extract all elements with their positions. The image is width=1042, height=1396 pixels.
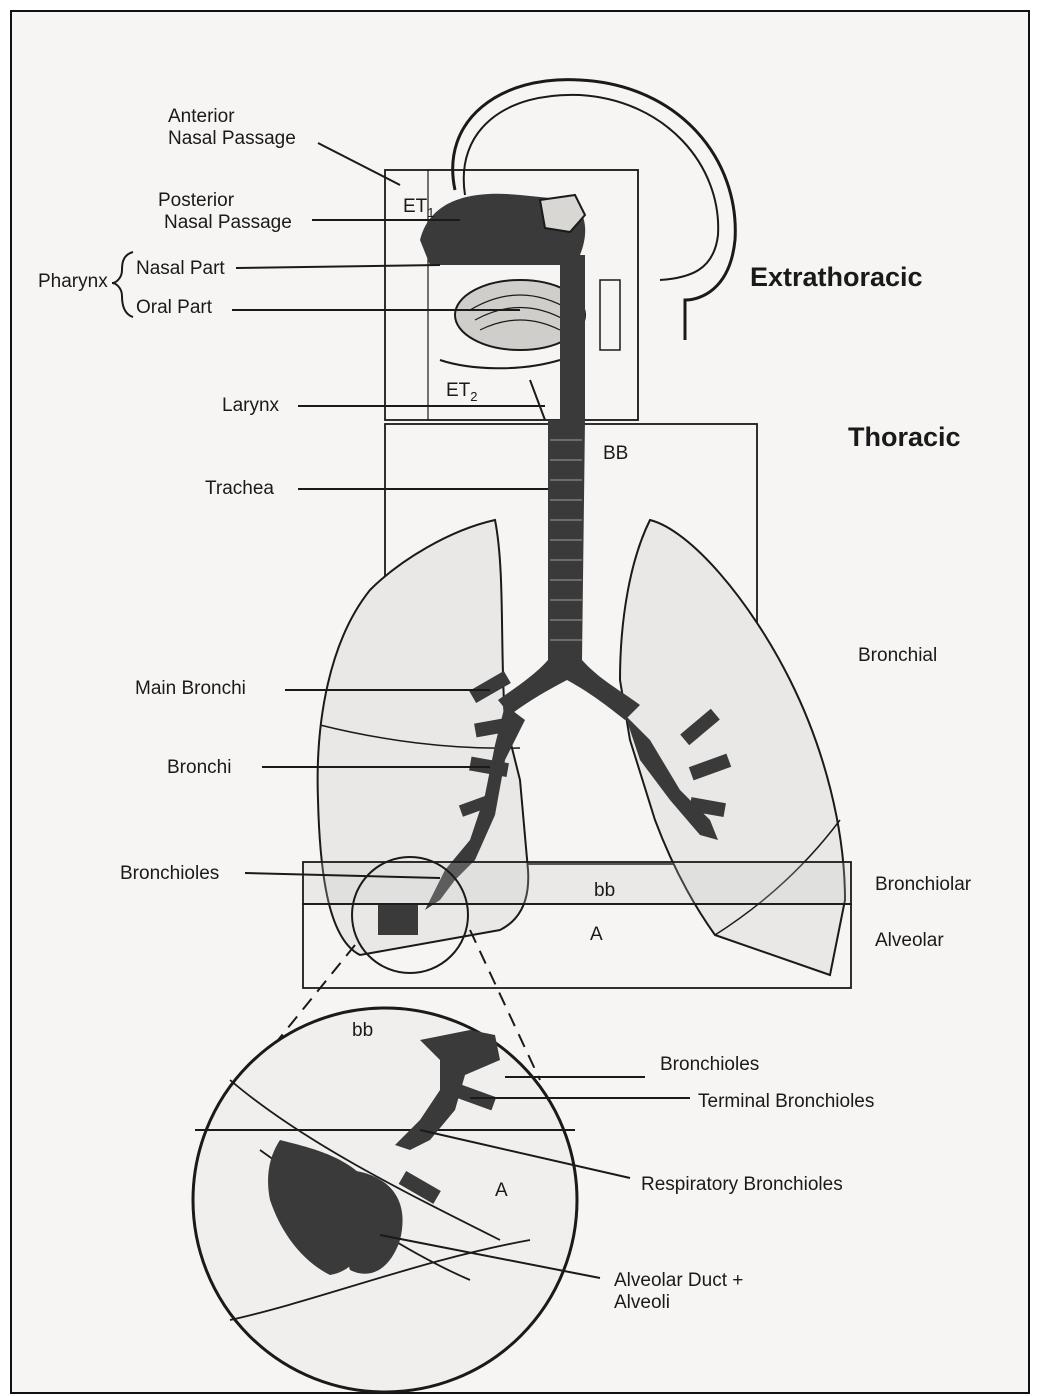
label-alveolar: Alveolar bbox=[875, 930, 944, 952]
label-posterior-line2: Nasal Passage bbox=[158, 212, 292, 234]
label-bronchial: Bronchial bbox=[858, 645, 937, 667]
label-bb-lower: bb bbox=[594, 880, 615, 902]
et2-text: ET bbox=[446, 380, 470, 401]
label-a-region: A bbox=[590, 924, 603, 946]
label-trachea: Trachea bbox=[205, 478, 274, 500]
inset-label-respiratory-bronchioles: Respiratory Bronchioles bbox=[641, 1174, 843, 1196]
label-et2: ET2 bbox=[446, 380, 478, 408]
label-thoracic: Thoracic bbox=[848, 422, 961, 452]
label-pharynx: Pharynx bbox=[38, 271, 108, 293]
pharynx-brace bbox=[112, 252, 133, 317]
inset-alveolar-line1: Alveolar Duct + bbox=[614, 1270, 743, 1292]
label-anterior-line1: Anterior bbox=[168, 106, 296, 128]
label-et1: ET1 bbox=[403, 196, 435, 224]
neck-vertebrae bbox=[600, 280, 620, 350]
label-main-bronchi: Main Bronchi bbox=[135, 678, 246, 700]
label-posterior-nasal-passage: Posterior Nasal Passage bbox=[158, 190, 292, 234]
inset-label-bronchioles: Bronchioles bbox=[660, 1054, 759, 1076]
et1-text: ET bbox=[403, 196, 427, 217]
label-extrathoracic: Extrathoracic bbox=[750, 262, 923, 292]
label-bronchi: Bronchi bbox=[167, 757, 231, 779]
label-posterior-line1: Posterior bbox=[158, 190, 292, 212]
bronchiolar-band bbox=[303, 862, 851, 904]
trachea-tube bbox=[498, 420, 640, 720]
inset-label-alveolar-duct: Alveolar Duct + Alveoli bbox=[614, 1270, 743, 1314]
inset-label-bb: bb bbox=[352, 1020, 373, 1042]
inset-alveolar-line2: Alveoli bbox=[614, 1292, 743, 1314]
label-bronchioles: Bronchioles bbox=[120, 863, 219, 885]
label-nasal-part: Nasal Part bbox=[136, 258, 225, 280]
label-bb-upper: BB bbox=[603, 443, 628, 465]
pharynx-tube bbox=[560, 255, 585, 420]
inset-label-terminal-bronchioles: Terminal Bronchioles bbox=[698, 1091, 874, 1113]
label-anterior-nasal-passage: Anterior Nasal Passage bbox=[168, 106, 296, 150]
et1-subscript: 1 bbox=[427, 205, 434, 220]
label-anterior-line2: Nasal Passage bbox=[168, 128, 296, 150]
inset-label-a: A bbox=[495, 1180, 508, 1202]
label-oral-part: Oral Part bbox=[136, 297, 212, 319]
et2-subscript: 2 bbox=[470, 389, 477, 404]
label-bronchiolar: Bronchiolar bbox=[875, 874, 971, 896]
label-larynx: Larynx bbox=[222, 395, 279, 417]
